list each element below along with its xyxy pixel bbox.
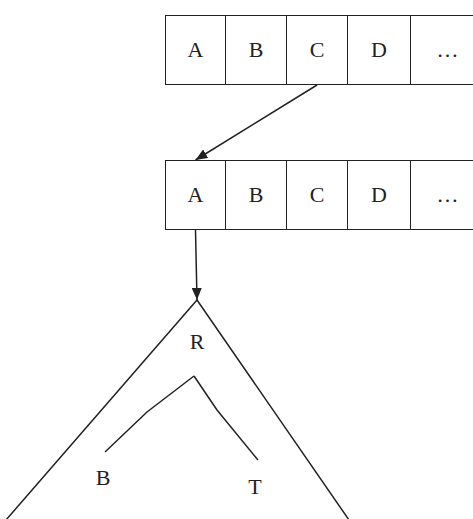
node-label: B: [96, 467, 111, 489]
cell-label: B: [249, 184, 264, 206]
tree-triangle: R B T: [5, 300, 350, 519]
array-cell: D: [347, 15, 411, 85]
node-label: R: [190, 331, 205, 353]
array-cell: B: [225, 160, 287, 230]
array-cell: D: [347, 160, 411, 230]
cell-label: D: [371, 39, 387, 61]
cell-label: A: [188, 39, 204, 61]
cell-label: C: [310, 39, 325, 61]
pointer-arrow: [196, 85, 318, 160]
cell-label: D: [371, 184, 387, 206]
array-cell: B: [225, 15, 287, 85]
array-cell: C: [286, 160, 348, 230]
cell-label: …: [437, 184, 459, 206]
triangle-outline: [6, 300, 349, 519]
tree-branch: [105, 376, 194, 452]
cell-label: C: [310, 184, 325, 206]
array-cell: A: [165, 160, 226, 230]
cell-label: A: [188, 184, 204, 206]
array-cell: …: [410, 15, 473, 85]
array-cell: A: [165, 15, 226, 85]
tree-branch: [194, 376, 258, 460]
pointer-arrow: [196, 230, 198, 300]
array-cell: …: [410, 160, 473, 230]
node-label: T: [248, 476, 261, 498]
array-cell: C: [286, 15, 348, 85]
cell-label: …: [437, 39, 459, 61]
triangle-outline: [5, 300, 350, 519]
cell-label: B: [249, 39, 264, 61]
